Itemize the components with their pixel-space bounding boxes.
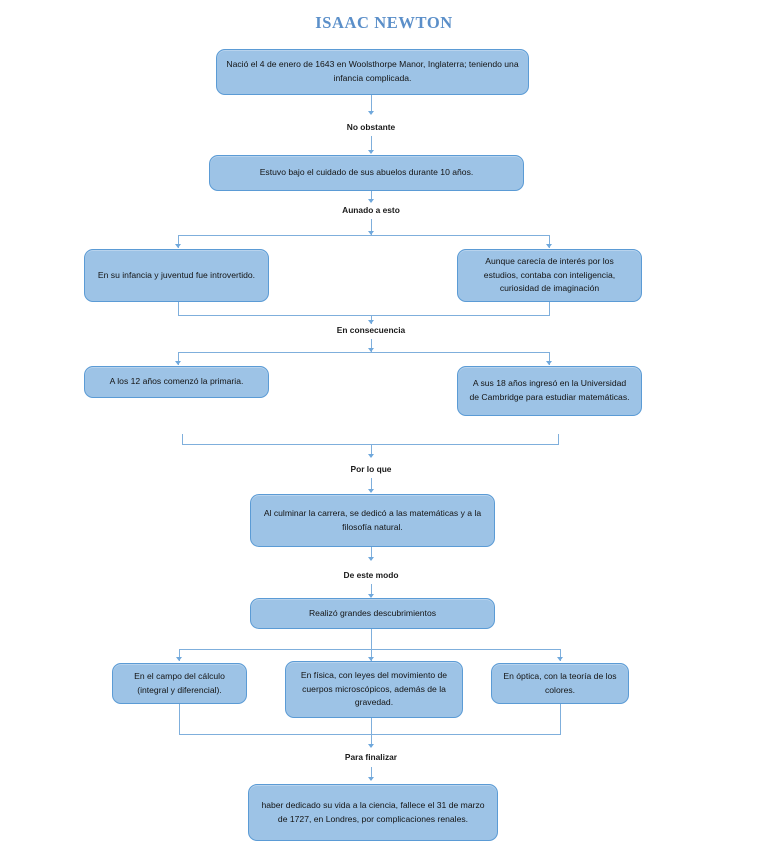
merge-leg-left-row9 [179,704,180,734]
arrow-head-row4-right [546,361,552,365]
flow-node-optics-label: En óptica, con la teoría de los colores. [503,670,617,695]
flow-node-discoveries[interactable]: Realizó grandes descubrimientos [250,598,495,629]
merge-bar-row4 [182,444,559,445]
connector-e1-to-n2 [371,136,372,150]
arrow-head-n7-e5 [368,557,374,561]
arrow-head-e6-n12 [368,777,374,781]
arrow-head-e2-split [368,231,374,235]
flow-node-primary-school-label: A los 12 años comenzó la primaria. [109,376,244,387]
flow-node-intelligence[interactable]: Aunque carecía de interés por los estudi… [457,249,642,302]
merge-stem-row3 [371,315,372,324]
split-bar-row3 [178,235,550,236]
flow-node-grandparents[interactable]: Estuvo bajo el cuidado de sus abuelos du… [209,155,524,191]
flow-node-death[interactable]: haber dedicado su vida a la ciencia, fal… [248,784,498,841]
connector-n7-to-e5 [371,547,372,560]
edge-label-en-consecuencia: En consecuencia [336,325,406,335]
connector-e3-down [371,339,372,353]
edge-label-no-obstante: No obstante [346,122,396,132]
arrow-head-row9-merge [368,744,374,748]
arrow-head-row3-merge [368,320,374,324]
connector-e4-to-n7 [371,478,372,492]
split-leg-center-row9 [371,649,372,661]
edge-label-de-este-modo: De este modo [343,570,399,580]
arrow-head-n2-e2 [368,199,374,203]
connector-e2-down [371,219,372,235]
merge-leg-left-row4 [182,434,183,444]
flow-node-career[interactable]: Al culminar la carrera, se dedicó a las … [250,494,495,547]
edge-label-por-lo-que: Por lo que [350,464,392,474]
merge-leg-left-row3 [178,302,179,315]
flow-node-calculus[interactable]: En el campo del cálculo (integral y dife… [112,663,247,704]
edge-label-para-finalizar: Para finalizar [344,752,398,762]
split-leg-left-row9 [179,649,180,661]
page-title: ISAAC NEWTON [315,13,453,32]
arrow-head-row9-left [176,657,182,661]
merge-stem-row4 [371,444,372,457]
arrow-head-row9-right [557,657,563,661]
connector-n8-to-split [371,629,372,649]
split-bar-row4 [178,352,550,353]
arrow-head-row3-right [546,244,552,248]
merge-bar-row9 [179,734,561,735]
flow-node-birth-label: Nació el 4 de enero de 1643 en Woolsthor… [226,59,519,83]
flow-node-physics-label: En física, con leyes del movimiento de c… [300,669,448,708]
flow-node-career-label: Al culminar la carrera, se dedicó a las … [263,507,482,532]
connector-e6-to-n12 [371,767,372,780]
merge-bar-row3 [178,315,550,316]
connector-e5-to-n8 [371,584,372,597]
split-leg-right-row3 [549,235,550,248]
flow-node-introverted-label: En su infancia y juventud fue introverti… [97,269,256,280]
arrow-head-e4-n7 [368,489,374,493]
arrow-head-row4-merge [368,454,374,458]
flow-node-optics[interactable]: En óptica, con la teoría de los colores. [491,663,629,704]
merge-leg-center-row9 [371,718,372,734]
split-leg-left-row3 [178,235,179,248]
split-bar-row9 [179,649,561,650]
connector-n1-to-e1 [371,95,372,111]
edge-label-aunado-a-esto: Aunado a esto [342,205,400,215]
flow-node-cambridge-label: A sus 18 años ingresó en la Universidad … [469,378,630,402]
split-leg-right-row4 [549,352,550,365]
merge-stem-row9 [371,734,372,747]
flow-node-primary-school[interactable]: A los 12 años comenzó la primaria. [84,366,269,398]
split-leg-left-row4 [178,352,179,365]
flow-node-intelligence-label: Aunque carecía de interés por los estudi… [483,255,616,294]
arrow-head-n1-e1 [368,111,374,115]
split-leg-right-row9 [560,649,561,661]
flow-node-birth[interactable]: Nació el 4 de enero de 1643 en Woolsthor… [216,49,529,95]
merge-leg-right-row9 [560,704,561,734]
arrow-head-row4-left [175,361,181,365]
arrow-head-e1-n2 [368,150,374,154]
merge-leg-right-row4 [558,434,559,444]
flow-node-introverted[interactable]: En su infancia y juventud fue introverti… [84,249,269,302]
arrow-head-row9-center [368,657,374,661]
flow-node-cambridge[interactable]: A sus 18 años ingresó en la Universidad … [457,366,642,416]
flow-node-discoveries-label: Realizó grandes descubrimientos [308,607,437,618]
arrow-head-e3-split [368,348,374,352]
flow-node-physics[interactable]: En física, con leyes del movimiento de c… [285,661,463,718]
flow-node-grandparents-label: Estuvo bajo el cuidado de sus abuelos du… [259,167,474,178]
flow-node-death-label: haber dedicado su vida a la ciencia, fal… [261,799,485,824]
merge-leg-right-row3 [549,302,550,315]
flow-node-calculus-label: En el campo del cálculo (integral y dife… [134,670,225,695]
arrow-head-e5-n8 [368,594,374,598]
connector-n2-to-e2 [371,191,372,202]
arrow-head-row3-left [175,244,181,248]
